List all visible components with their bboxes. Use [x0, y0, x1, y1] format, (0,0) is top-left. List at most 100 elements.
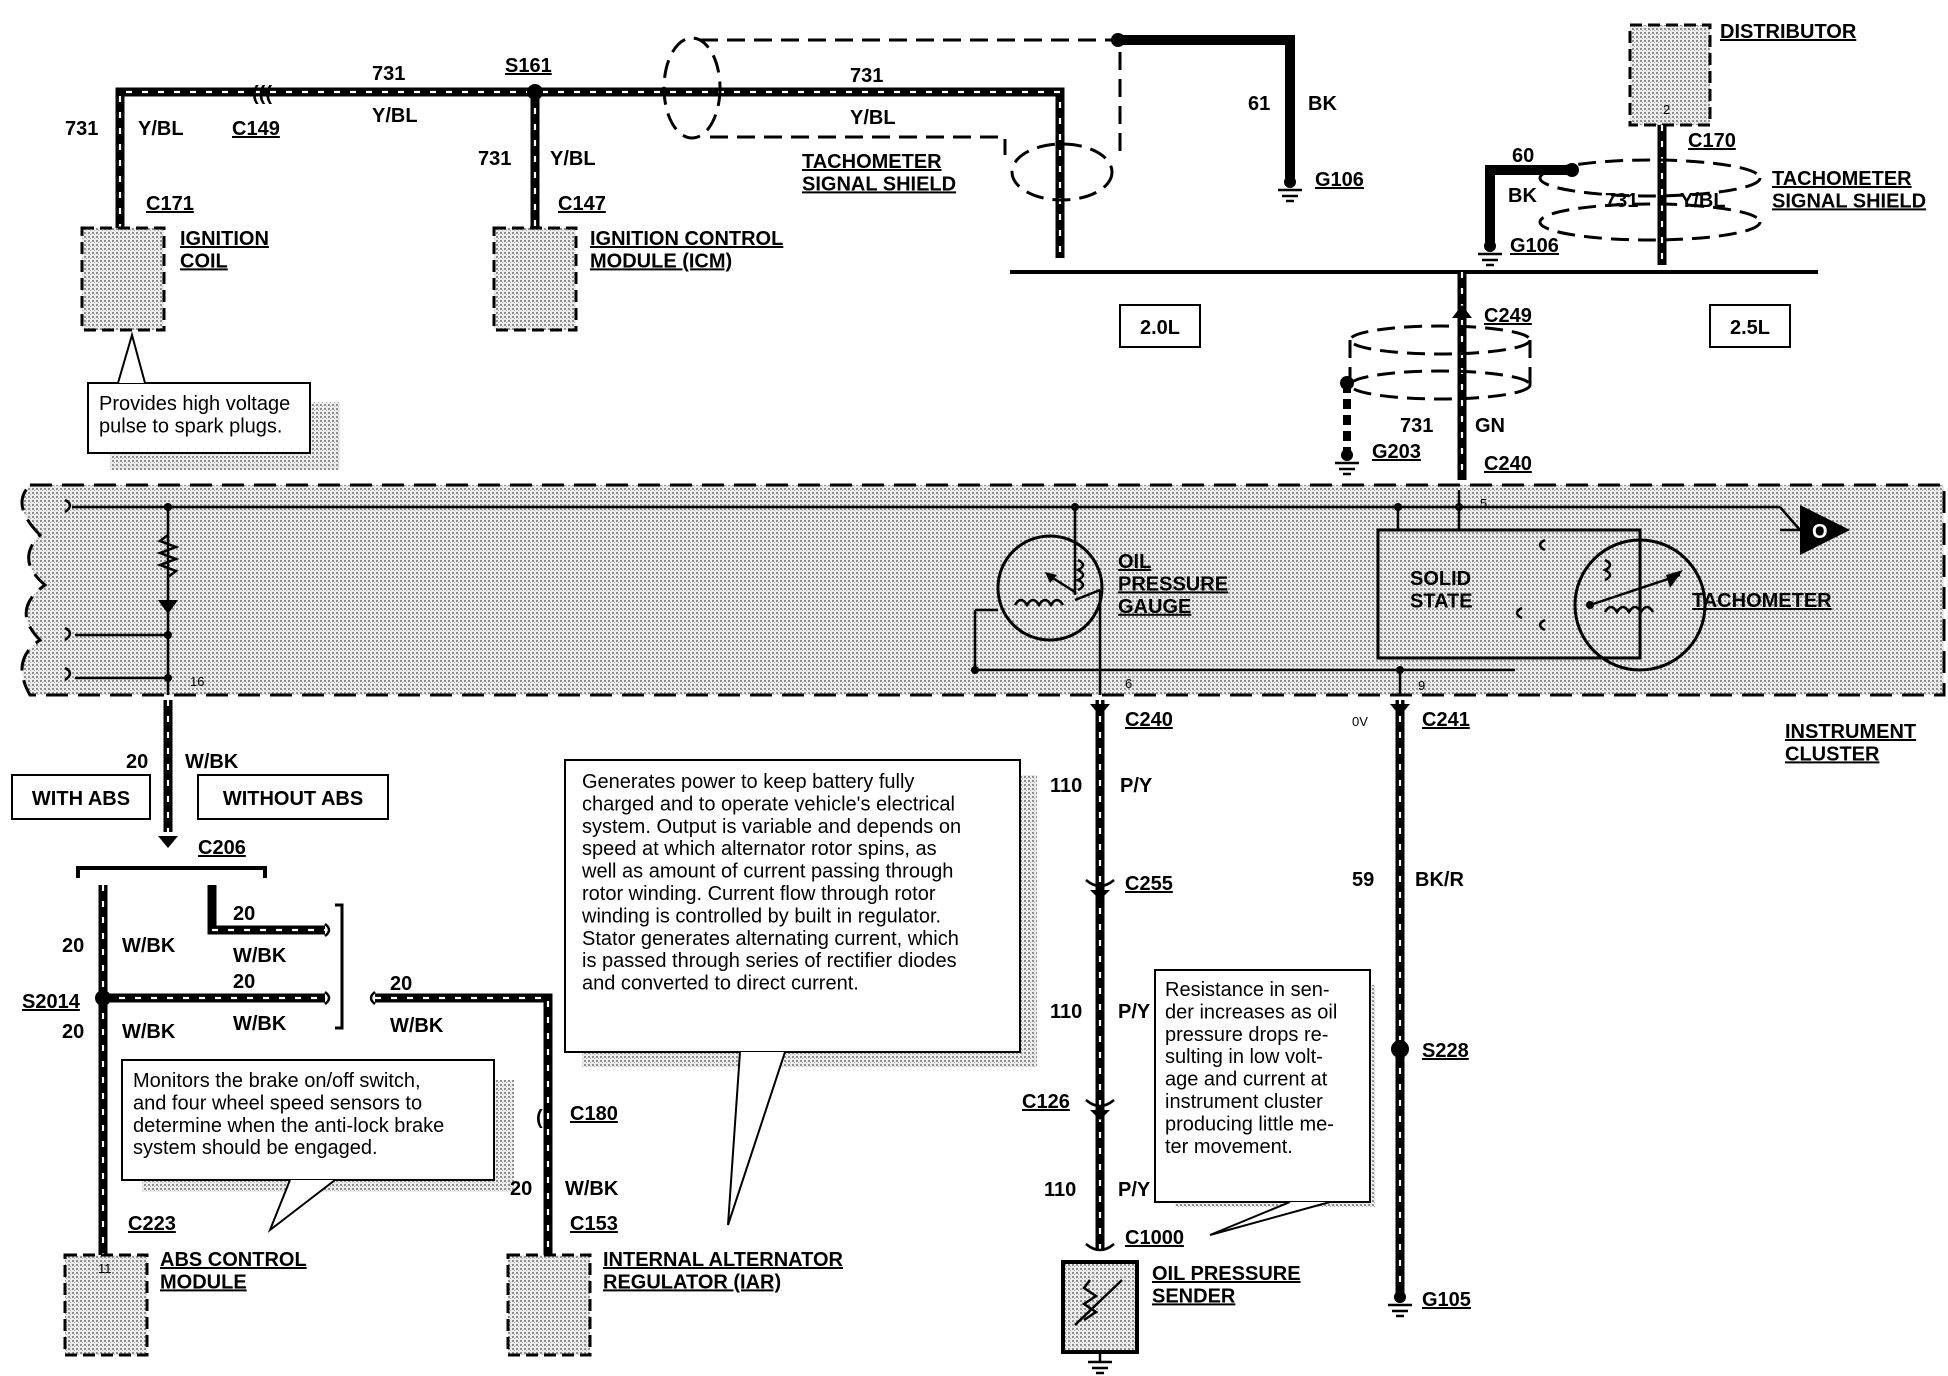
pin-16: 16: [190, 674, 204, 689]
connector-c206: C206: [198, 837, 246, 859]
connector-c149-symbol: (((: [252, 83, 272, 105]
icm-box: [492, 226, 578, 332]
pin-9: 9: [1418, 678, 1425, 693]
connector-c223: C223: [128, 1213, 176, 1235]
connector-c149: C149: [232, 118, 280, 140]
wire-label-731-f: 731: [1400, 415, 1433, 437]
connector-c171: C171: [146, 193, 194, 215]
connector-c153: C153: [570, 1213, 618, 1235]
svg-text:WITH ABS: WITH ABS: [32, 788, 130, 810]
without-abs-box: WITHOUT ABS: [197, 774, 389, 820]
label-tachometer: TACHOMETER: [1692, 590, 1832, 612]
engine-option-2-5l: 2.5L: [1709, 304, 1791, 348]
connector-c241: C241: [1422, 709, 1470, 731]
pin-2: 2: [1663, 102, 1670, 117]
note-abs-text: Monitors the brake on/off switch,and fou…: [133, 1070, 444, 1159]
wire-61-bk: [1120, 35, 1295, 178]
ground-g203-icon: [1335, 449, 1359, 476]
wire-label-wbk-g: W/BK: [565, 1178, 619, 1200]
wire-label-20-d: 20: [233, 971, 255, 993]
wire-label-110-b: 110: [1050, 1001, 1082, 1023]
connector-c126: C126: [1022, 1091, 1070, 1113]
oil-pressure-sender-box: [1061, 1260, 1139, 1354]
wire-label-731-e: 731: [1605, 190, 1638, 212]
shield-c249: [1348, 324, 1532, 401]
wire-label-py-c: P/Y: [1118, 1179, 1151, 1201]
output-arrow-icon: O: [1780, 505, 1850, 555]
connector-c249: C249: [1484, 305, 1532, 327]
wire-label-731-c: 731: [478, 148, 511, 170]
wire-label-ybl-e: Y/BL: [1680, 190, 1726, 212]
wire-label-wbk-e: W/BK: [122, 1021, 176, 1043]
connector-g106a: G106: [1315, 169, 1364, 191]
pin-6: 6: [1125, 676, 1132, 691]
wire-label-wbk-c: W/BK: [122, 935, 176, 957]
wire-label-py-a: P/Y: [1120, 775, 1153, 797]
abs-module-box: [63, 1253, 149, 1357]
solid-state-module: [1376, 528, 1642, 660]
ground-g105-icon: [1388, 1291, 1412, 1318]
note-abs: Monitors the brake on/off switch,and fou…: [121, 1059, 514, 1234]
oil-pressure-gauge: [975, 534, 1104, 642]
ground-g106b-icon: [1478, 240, 1502, 267]
sender-ground-icon: [1088, 1352, 1112, 1375]
output-arrow-label: O: [1812, 521, 1828, 543]
pin-5: 5: [1480, 496, 1487, 511]
wire-label-bk-b: BK: [1508, 185, 1537, 207]
pin-11: 11: [98, 1261, 112, 1276]
wire-label-ybl-d: Y/BL: [850, 107, 896, 129]
connector-c240-top: C240: [1484, 453, 1532, 475]
wire-label-py-b: P/Y: [1118, 1001, 1151, 1023]
connector-g105: G105: [1422, 1289, 1471, 1311]
instrument-cluster-outline: [20, 483, 1946, 697]
wire-label-60: 60: [1512, 145, 1534, 167]
tachometer-gauge: [1573, 538, 1707, 672]
wire-label-20-f: 20: [390, 973, 412, 995]
connector-s161: S161: [505, 55, 552, 77]
tach-shield-right: [1538, 158, 1762, 242]
iar-box: [506, 1253, 592, 1357]
cluster-internal-wiring: [64, 490, 1801, 695]
connector-c1000: C1000: [1125, 1227, 1184, 1249]
wire-label-gn: GN: [1475, 415, 1505, 437]
svg-text:((: ((: [536, 1107, 550, 1129]
connector-c180: C180: [570, 1103, 618, 1125]
wire-label-20-c: 20: [62, 935, 84, 957]
wire-label-731-d: 731: [850, 65, 883, 87]
wire-label-20-b: 20: [233, 903, 255, 925]
wire-label-ybl-c: Y/BL: [550, 148, 596, 170]
wire-label-110-c: 110: [1044, 1179, 1076, 1201]
wire-label-110-a: 110: [1050, 775, 1082, 797]
ground-g106a-icon: [1278, 176, 1302, 203]
wire-60-bk: [1485, 165, 1572, 242]
connector-c170: C170: [1688, 130, 1736, 152]
wire-label-bk-a: BK: [1308, 93, 1337, 115]
ignition-coil-box: [80, 226, 166, 332]
wire-label-61: 61: [1248, 93, 1270, 115]
connector-c240-bottom: C240: [1125, 709, 1173, 731]
wire-label-wbk-a: W/BK: [185, 751, 239, 773]
svg-text:2.5L: 2.5L: [1730, 317, 1770, 339]
splice-s228: [1391, 1040, 1409, 1058]
wire-731-top: [115, 87, 1065, 258]
c206-bracket: [76, 866, 267, 878]
engine-option-2-0l: 2.0L: [1119, 304, 1201, 348]
svg-text:2.0L: 2.0L: [1140, 317, 1180, 339]
with-abs-box: WITH ABS: [11, 774, 151, 820]
wire-label-ybl-b: Y/BL: [372, 105, 418, 127]
wire-label-59: 59: [1352, 869, 1374, 891]
wire-label-20-e: 20: [62, 1021, 84, 1043]
